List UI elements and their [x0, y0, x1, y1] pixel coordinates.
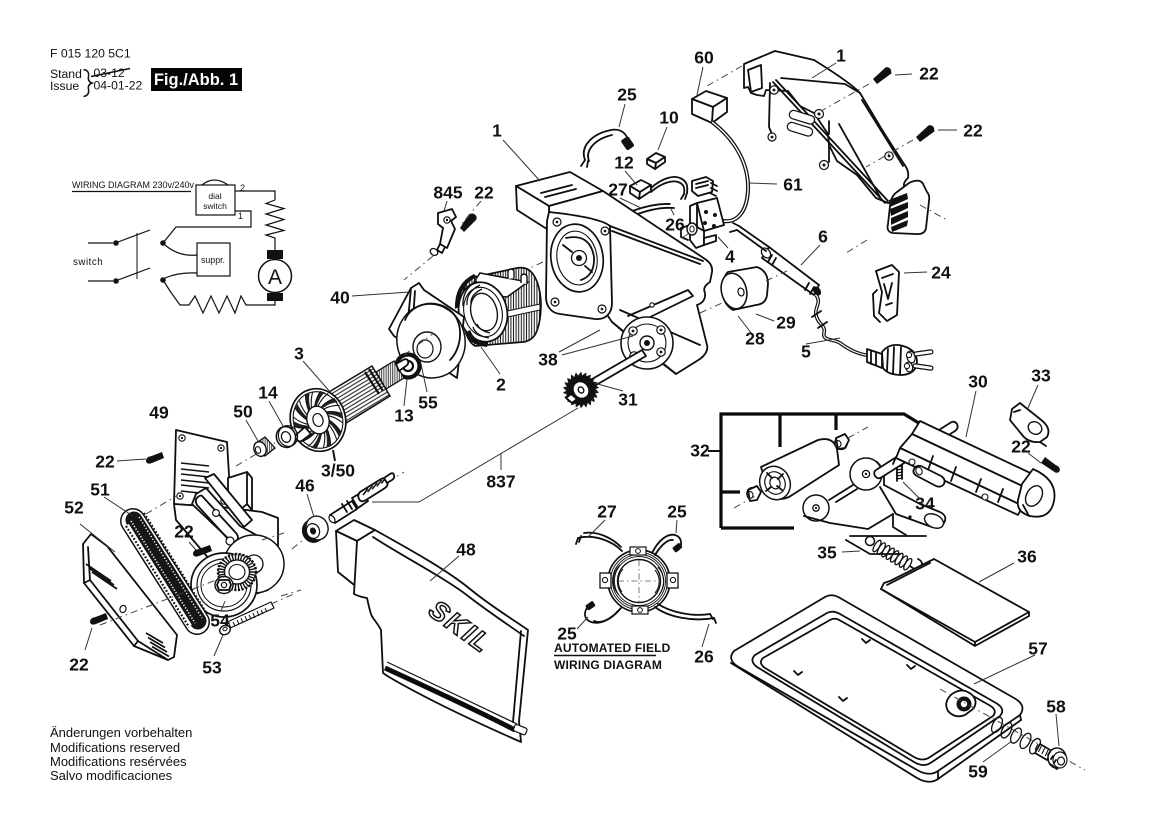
svg-text:A: A [268, 266, 282, 289]
svg-text:58: 58 [1046, 696, 1066, 716]
svg-text:49: 49 [149, 402, 169, 422]
svg-text:AUTOMATED FIELD: AUTOMATED FIELD [554, 641, 671, 655]
svg-text:29: 29 [776, 312, 796, 332]
svg-text:22: 22 [174, 521, 194, 541]
svg-text:Änderungen vorbehalten: Änderungen vorbehalten [50, 725, 192, 740]
svg-text:31: 31 [618, 389, 638, 409]
svg-text:3/50: 3/50 [321, 460, 355, 480]
svg-text:5: 5 [801, 341, 811, 361]
svg-text:35: 35 [817, 542, 837, 562]
svg-text:28: 28 [745, 328, 765, 348]
svg-text:switch: switch [73, 257, 103, 268]
svg-text:53: 53 [202, 657, 222, 677]
svg-text:32: 32 [690, 440, 710, 460]
svg-text:24: 24 [931, 262, 951, 282]
svg-text:Issue: Issue [50, 79, 79, 93]
svg-text:54: 54 [210, 610, 230, 630]
svg-text:04-01-22: 04-01-22 [94, 79, 143, 93]
svg-text:50: 50 [233, 401, 253, 421]
svg-text:60: 60 [694, 47, 714, 67]
svg-text:4: 4 [725, 246, 735, 266]
svg-text:3: 3 [294, 343, 304, 363]
svg-text:48: 48 [456, 539, 476, 559]
svg-text:F 015 120 5C1: F 015 120 5C1 [50, 47, 131, 61]
svg-text:36: 36 [1017, 546, 1037, 566]
svg-text:6: 6 [818, 226, 828, 246]
svg-text:13: 13 [394, 405, 414, 425]
svg-text:26: 26 [694, 646, 714, 666]
svg-text:33: 33 [1031, 365, 1051, 385]
svg-text:22: 22 [963, 120, 983, 140]
svg-text:2: 2 [240, 183, 245, 193]
svg-text:10: 10 [659, 107, 679, 127]
svg-text:dial: dial [208, 191, 221, 201]
svg-text:25: 25 [617, 84, 637, 104]
svg-text:55: 55 [418, 392, 438, 412]
svg-text:51: 51 [90, 479, 110, 499]
svg-text:switch: switch [203, 201, 227, 211]
svg-text:WIRING DIAGRAM 230v/240v: WIRING DIAGRAM 230v/240v [72, 180, 195, 190]
svg-text:14: 14 [258, 382, 278, 402]
svg-text:25: 25 [667, 501, 687, 521]
svg-text:Salvo modificaciones: Salvo modificaciones [50, 768, 173, 783]
svg-text:1: 1 [492, 120, 502, 140]
svg-text:22: 22 [474, 182, 494, 202]
svg-text:25: 25 [557, 623, 577, 643]
svg-text:40: 40 [330, 287, 350, 307]
svg-text:30: 30 [968, 371, 988, 391]
svg-text:Modifications reserved: Modifications reserved [50, 740, 180, 755]
svg-text:12: 12 [614, 152, 634, 172]
svg-text:59: 59 [968, 761, 988, 781]
svg-text:22: 22 [69, 654, 89, 674]
svg-text:Stand: Stand [50, 67, 82, 81]
svg-text:46: 46 [295, 475, 315, 495]
svg-text:1: 1 [238, 211, 243, 221]
svg-text:27: 27 [597, 501, 616, 521]
svg-text:WIRING DIAGRAM: WIRING DIAGRAM [554, 658, 662, 672]
svg-text:27: 27 [608, 179, 627, 199]
svg-text:22: 22 [919, 63, 939, 83]
svg-text:837: 837 [486, 471, 515, 491]
svg-text:57: 57 [1028, 638, 1047, 658]
svg-text:61: 61 [783, 174, 803, 194]
svg-text:26: 26 [665, 214, 685, 234]
svg-text:845: 845 [433, 182, 462, 202]
svg-text:34: 34 [915, 493, 935, 513]
svg-text:22: 22 [1011, 436, 1031, 456]
svg-text:Modifications resérvées: Modifications resérvées [50, 754, 187, 769]
svg-text:2: 2 [496, 374, 506, 394]
svg-text:suppr.: suppr. [201, 255, 225, 265]
svg-text:52: 52 [64, 497, 84, 517]
svg-text:Fig./Abb. 1: Fig./Abb. 1 [154, 71, 238, 89]
svg-text:1: 1 [836, 45, 846, 65]
svg-text:38: 38 [538, 349, 558, 369]
svg-text:22: 22 [95, 451, 115, 471]
